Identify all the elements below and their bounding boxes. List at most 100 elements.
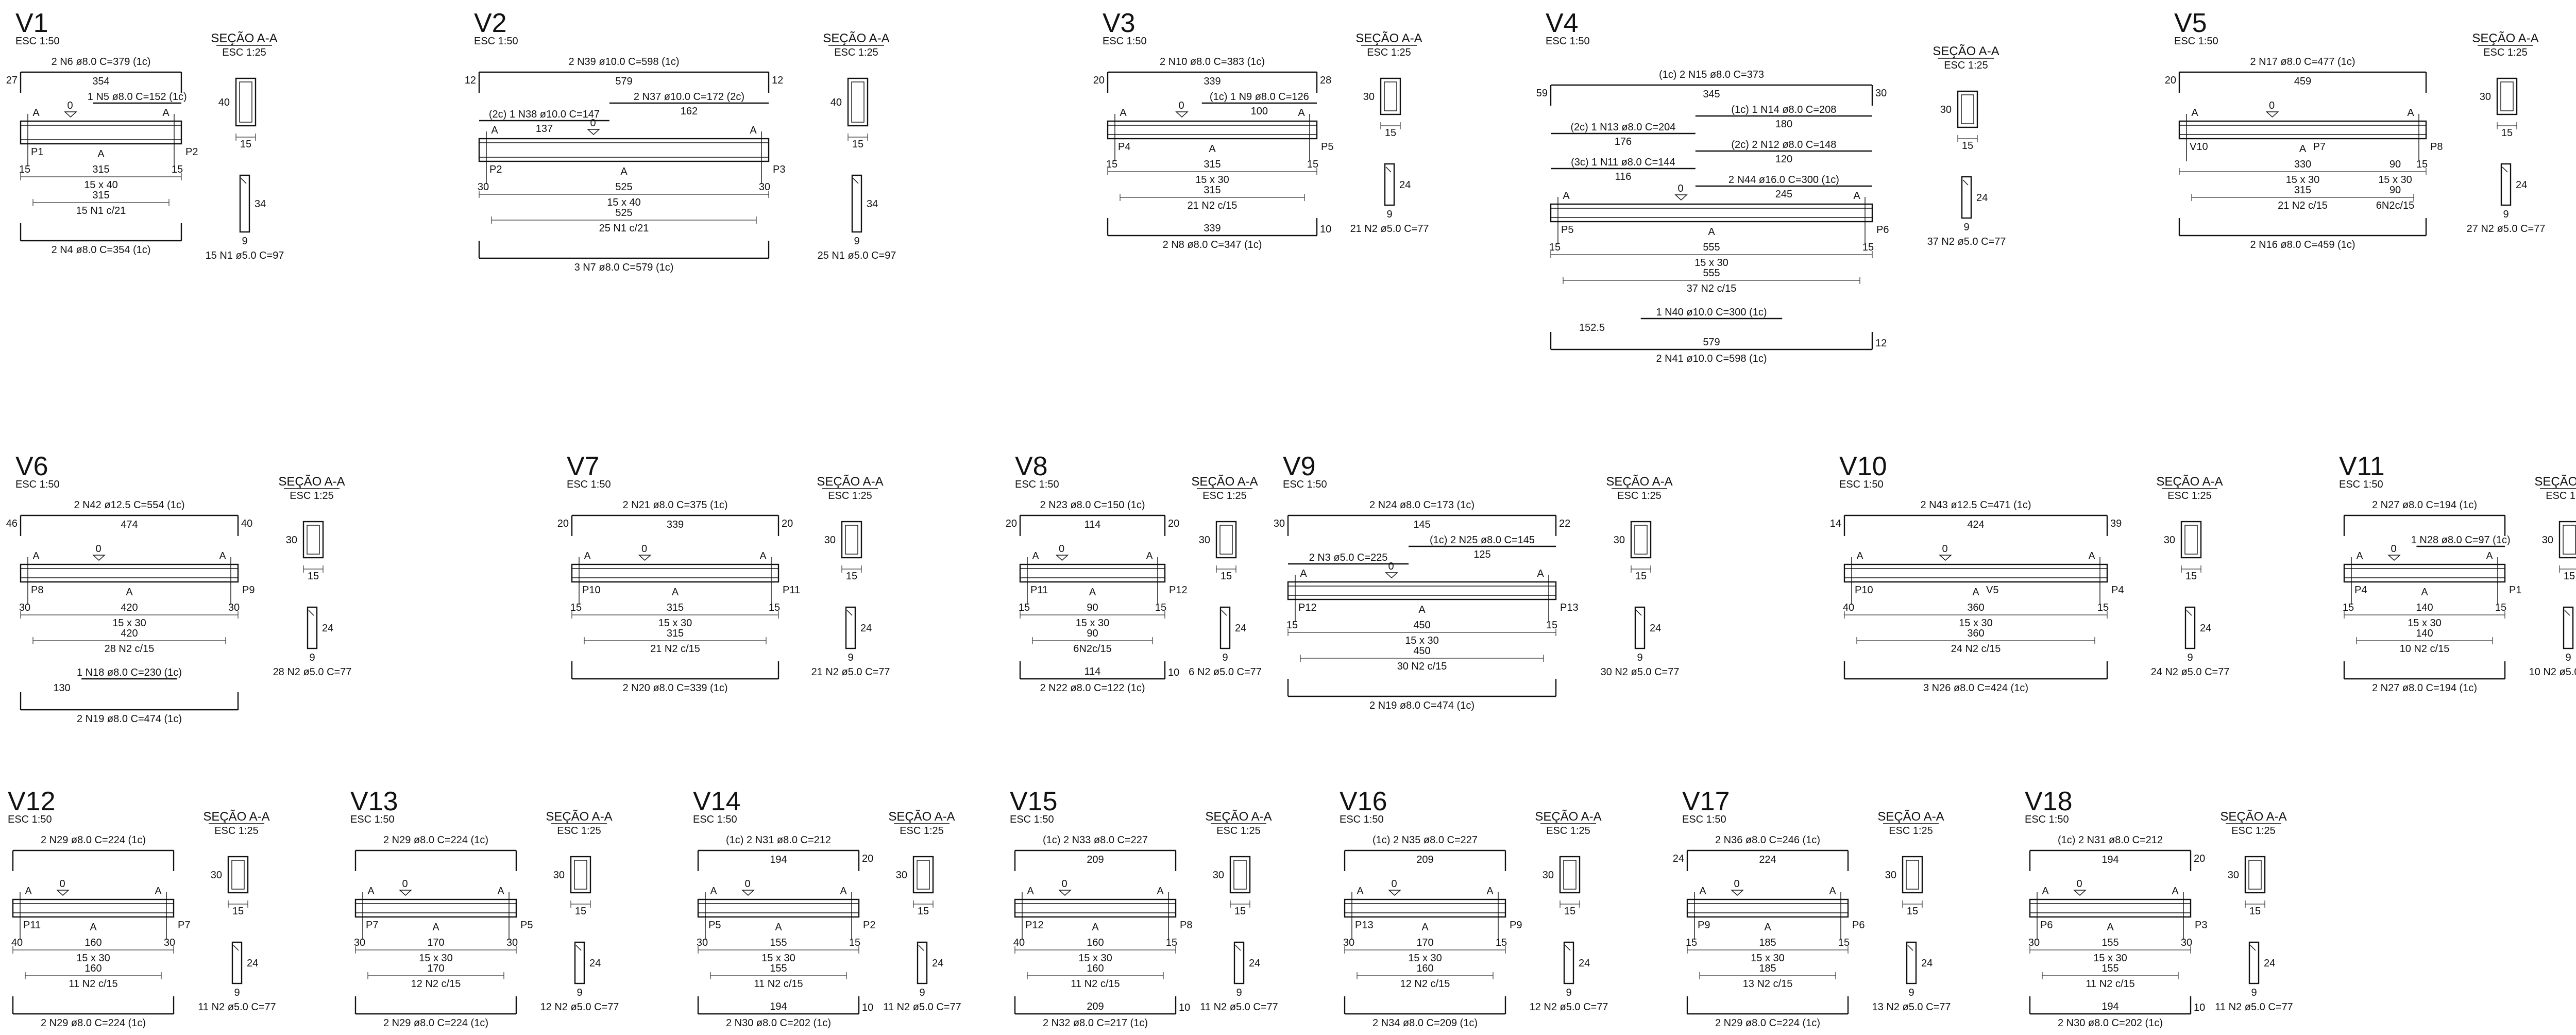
bottom-bar-label: 2 N30 ø8.0 C=202 (1c): [2058, 1017, 2163, 1029]
section-size: 15 x 30: [2286, 174, 2320, 186]
top-bar-length: 209: [1087, 854, 1104, 865]
stirrup-hook: [2250, 945, 2256, 951]
bottom-bar-label: 2 N22 ø8.0 C=122 (1c): [1040, 682, 1145, 694]
top-bar-length: 424: [1967, 519, 1984, 530]
section-height: 30: [2542, 535, 2553, 546]
beam-elevation: [1014, 898, 1177, 918]
stirrup-label: 30 N2 ø5.0 C=77: [1601, 666, 1680, 678]
stirrup-shape: [1219, 606, 1231, 649]
anchor-left: 24: [1673, 853, 1684, 864]
level-mark: 0: [67, 100, 73, 111]
support-left: P10: [582, 585, 601, 596]
section-cut-right: A: [1829, 886, 1836, 897]
section-outline: [2496, 77, 2518, 115]
section-stirrup: [851, 81, 865, 123]
section-cut-left: A: [25, 886, 32, 897]
section-outline: [235, 77, 257, 127]
stirrup-shape: [1906, 941, 1917, 984]
support-right: P1: [2509, 585, 2521, 596]
support-width-left: 15: [19, 164, 30, 175]
section-size: 15 x 30: [2408, 617, 2442, 629]
span-length: 555: [1703, 242, 1720, 253]
level-mark: 0: [59, 878, 65, 890]
clear-length: 420: [121, 628, 138, 639]
section-cut-right: A: [759, 550, 767, 562]
support-width-left: 30: [2028, 937, 2040, 948]
level-triangle-icon: [2073, 890, 2087, 896]
beam-scale: ESC 1:50: [350, 814, 395, 825]
section-height: 30: [286, 535, 297, 546]
stirrup-hook: [575, 945, 582, 951]
support-width-left: 30: [1343, 937, 1354, 948]
support-right: P5: [1321, 141, 1333, 153]
section-title: SEÇÃO A-A: [1877, 810, 1944, 824]
section-size-2: 15 x 30: [2378, 174, 2412, 186]
support-width-left: 15: [1686, 937, 1697, 948]
bottom-anchor: 10: [1179, 1002, 1190, 1013]
extra-bar-label: (1c) 2 N25 ø8.0 C=145: [1430, 535, 1535, 546]
level-triangle-icon: [1175, 111, 1189, 118]
stirrup-spacing: 37 N2 c/15: [1687, 283, 1737, 294]
clear-length: 450: [1413, 645, 1430, 657]
support-right: P8: [1180, 920, 1192, 931]
span-length: 140: [2416, 602, 2433, 613]
support-left: P8: [31, 585, 43, 596]
section-size: 15 x 30: [1195, 174, 1229, 186]
support-left: P6: [2040, 920, 2053, 931]
bottom-anchor: 12: [1875, 338, 1887, 349]
section-stirrup: [1384, 81, 1397, 111]
section-title: SEÇÃO A-A: [823, 31, 889, 45]
section-stirrup: [2500, 81, 2514, 111]
beam-elevation: [1344, 898, 1506, 918]
level-triangle-icon: [1674, 194, 1688, 201]
section-width: 15: [1907, 906, 1918, 917]
bottom-bar-label: 2 N20 ø8.0 C=339 (1c): [623, 682, 728, 694]
support-left: V10: [2190, 141, 2208, 153]
stirrup-hook: [1235, 945, 1241, 951]
support-right: P12: [1169, 585, 1188, 596]
stirrup-spacing: 30 N2 c/15: [1397, 661, 1447, 672]
top-bar-label: 2 N23 ø8.0 C=150 (1c): [1040, 499, 1145, 511]
top-bar-length: 339: [667, 519, 684, 530]
anchor-right: 39: [2110, 518, 2122, 529]
clear-length: 360: [1967, 628, 1984, 639]
beam-elevation: [478, 138, 770, 162]
stirrup-hook: [308, 610, 314, 616]
support-width-right: 15: [769, 602, 780, 613]
section-height: 30: [824, 535, 836, 546]
beam-title: V17: [1682, 787, 1730, 816]
stirrup-hook: [853, 178, 859, 184]
section-title: SEÇÃO A-A: [2534, 475, 2576, 489]
stirrup-spacing: 12 N2 c/15: [1400, 978, 1450, 990]
stirrup-label: 37 N2 ø5.0 C=77: [1927, 236, 2006, 247]
level-triangle-icon: [56, 890, 70, 896]
extra-bar-label: (2c) 1 N13 ø8.0 C=204: [1570, 122, 1675, 133]
beam-elevation: [571, 563, 779, 583]
anchor-left: 20: [1006, 518, 1017, 529]
support-width-right: 15: [1166, 937, 1177, 948]
section-stirrup: [1219, 525, 1233, 555]
stirrup-label: 12 N2 ø5.0 C=77: [1530, 1001, 1608, 1013]
section-stirrup: [1961, 94, 1974, 124]
stirrup-width: 9: [1566, 987, 1571, 998]
section-cut-bottom: A: [672, 587, 679, 598]
support-width-right: 15: [172, 164, 183, 175]
section-height: 30: [2228, 870, 2239, 881]
bottom-bar-length: 194: [2102, 1001, 2119, 1012]
bottom-bar-label: 3 N7 ø8.0 C=579 (1c): [574, 262, 674, 273]
bottom-extra-label: 1 N18 ø8.0 C=230 (1c): [77, 667, 182, 678]
section-height: 30: [1213, 870, 1224, 881]
level-triangle-icon: [741, 890, 755, 896]
support-left: P4: [2354, 585, 2367, 596]
beam-elevation: [1107, 120, 1318, 140]
stirrup-width: 9: [1236, 987, 1242, 998]
bottom-bar-label: 2 N8 ø8.0 C=347 (1c): [1163, 239, 1262, 251]
beam-elevation: [20, 563, 239, 583]
clear-length: 315: [1204, 185, 1221, 196]
support-left: P4: [1118, 141, 1130, 153]
section-cut-left: A: [584, 550, 591, 562]
stirrup-height: 34: [255, 198, 266, 210]
section-cut-left: A: [491, 125, 498, 136]
bottom-bar-label: 2 N19 ø8.0 C=474 (1c): [1369, 700, 1475, 711]
